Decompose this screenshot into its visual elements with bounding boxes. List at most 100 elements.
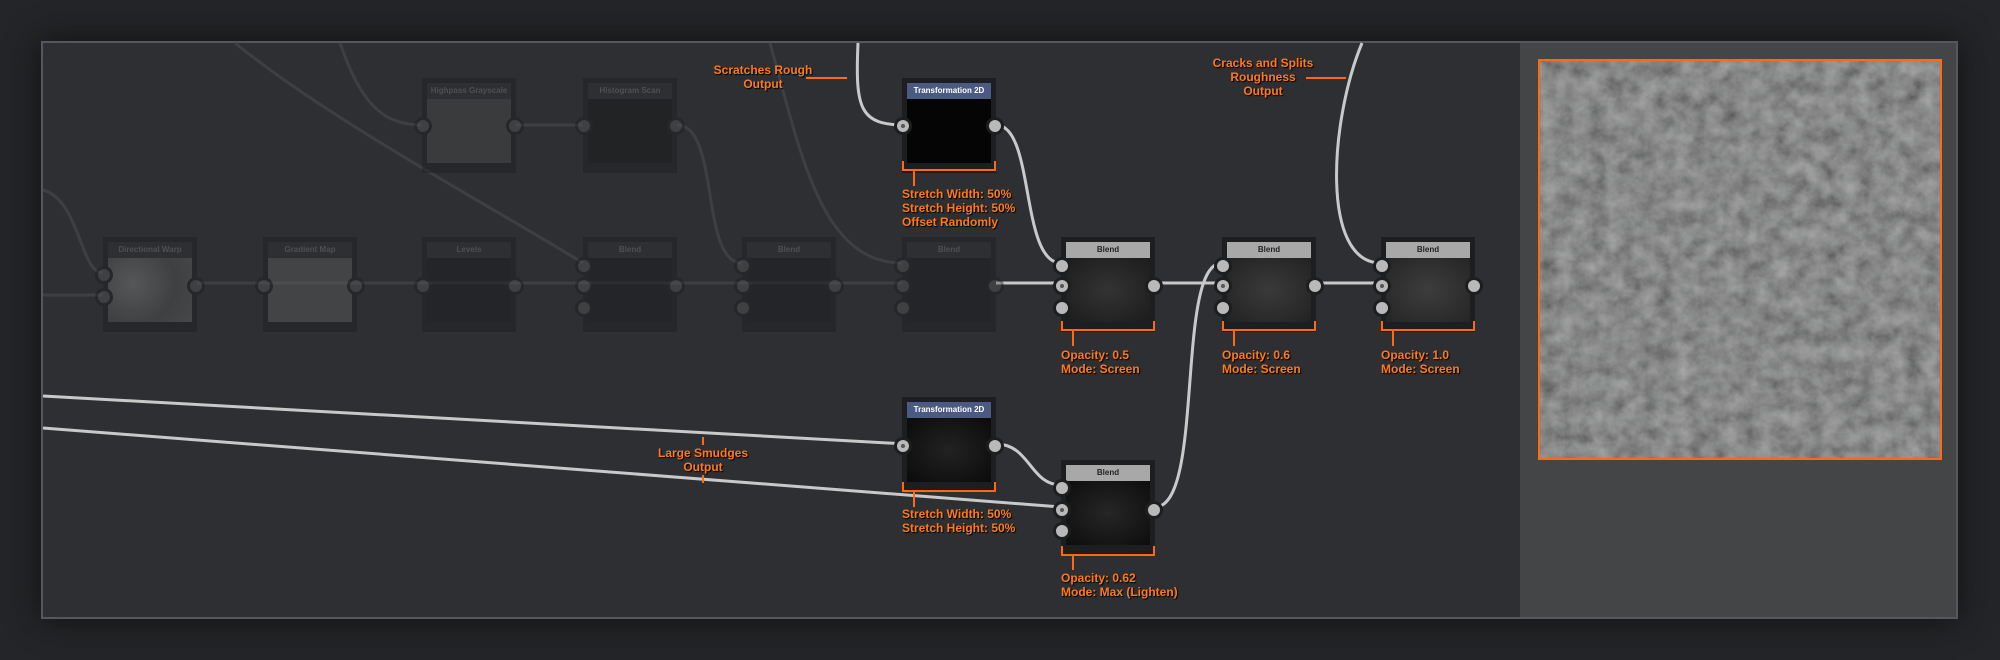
wire — [234, 41, 584, 265]
annotation-line — [1306, 77, 1346, 79]
input-port[interactable] — [1214, 257, 1232, 275]
node-blend-b[interactable]: Blend — [734, 237, 844, 332]
input-port[interactable] — [1373, 257, 1391, 275]
input-port[interactable] — [255, 277, 273, 295]
wire — [42, 426, 1062, 509]
bracket-stem — [913, 492, 915, 507]
bracket — [902, 169, 996, 171]
input-port[interactable] — [414, 277, 432, 295]
node-thumbnail — [427, 258, 511, 322]
node-title: Directional Warp — [108, 242, 192, 258]
node-levels[interactable]: Levels — [414, 237, 524, 332]
node-histogram-scan[interactable]: Histogram Scan — [575, 78, 685, 173]
output-port[interactable] — [1465, 277, 1483, 295]
node-thumbnail — [268, 258, 352, 322]
input-port[interactable] — [575, 117, 593, 135]
node-title: Blend — [1066, 465, 1150, 481]
input-port[interactable] — [894, 299, 912, 317]
bracket — [1222, 329, 1316, 331]
input-port[interactable] — [1053, 257, 1071, 275]
input-port[interactable] — [894, 117, 912, 135]
input-port[interactable] — [1053, 299, 1071, 317]
output-port[interactable] — [986, 117, 1004, 135]
node-thumbnail — [1066, 258, 1150, 322]
node-title: Levels — [427, 242, 511, 258]
bracket-end — [1381, 321, 1383, 331]
bracket-end — [994, 482, 996, 492]
node-highpass-grayscale[interactable]: Highpass Grayscale — [414, 78, 524, 173]
node-title: Blend — [1227, 242, 1311, 258]
output-port[interactable] — [347, 277, 365, 295]
node-title: Blend — [1066, 242, 1150, 258]
input-port[interactable] — [894, 437, 912, 455]
input-port[interactable] — [894, 277, 912, 295]
input-port[interactable] — [95, 266, 113, 284]
output-port[interactable] — [986, 437, 1004, 455]
texture-preview[interactable] — [1538, 59, 1942, 460]
input-port[interactable] — [575, 299, 593, 317]
node-blend-a[interactable]: Blend — [575, 237, 685, 332]
input-port[interactable] — [1053, 277, 1071, 295]
input-port[interactable] — [734, 277, 752, 295]
annotation-tick — [702, 437, 704, 445]
node-transformation-2d-bottom[interactable]: Transformation 2D — [894, 397, 1004, 492]
bracket-end — [1153, 546, 1155, 556]
output-port[interactable] — [826, 277, 844, 295]
output-port[interactable] — [1145, 501, 1163, 519]
bracket — [1381, 329, 1475, 331]
output-port[interactable] — [187, 277, 205, 295]
bracket-end — [1061, 321, 1063, 331]
input-port[interactable] — [1373, 299, 1391, 317]
input-port[interactable] — [575, 277, 593, 295]
bracket-stem — [1072, 331, 1074, 346]
input-port[interactable] — [734, 257, 752, 275]
active-wires — [42, 42, 1382, 509]
output-port[interactable] — [667, 117, 685, 135]
node-thumbnail — [427, 99, 511, 163]
bracket-end — [1061, 546, 1063, 556]
input-port[interactable] — [95, 288, 113, 306]
dim-wires — [42, 41, 903, 297]
output-port[interactable] — [1145, 277, 1163, 295]
input-port[interactable] — [1053, 522, 1071, 540]
input-port[interactable] — [1214, 299, 1232, 317]
output-port[interactable] — [667, 277, 685, 295]
input-port[interactable] — [1053, 501, 1071, 519]
node-transformation-2d-top[interactable]: Transformation 2D — [894, 78, 1004, 173]
input-port[interactable] — [575, 257, 593, 275]
input-port[interactable] — [1214, 277, 1232, 295]
wire — [855, 42, 907, 127]
node-blend-2[interactable]: Blend — [1214, 237, 1324, 332]
input-port[interactable] — [1053, 479, 1071, 497]
input-port[interactable] — [414, 117, 432, 135]
wire — [676, 123, 743, 265]
output-port[interactable] — [986, 277, 1004, 295]
wire — [42, 188, 104, 275]
node-gradient-map[interactable]: Gradient Map — [255, 237, 365, 332]
node-directional-warp[interactable]: Directional Warp — [95, 237, 205, 332]
bracket-end — [1222, 321, 1224, 331]
input-port[interactable] — [1373, 277, 1391, 295]
output-port[interactable] — [1306, 277, 1324, 295]
node-blend-c[interactable]: Blend — [894, 237, 1004, 332]
node-title: Highpass Grayscale — [427, 83, 511, 99]
node-blend-1[interactable]: Blend — [1053, 237, 1163, 332]
annotation-line — [806, 77, 847, 79]
node-blend-3[interactable]: Blend — [1373, 237, 1483, 332]
annotation-transform-bottom: Stretch Width: 50%Stretch Height: 50% — [902, 507, 1016, 535]
wire — [42, 394, 907, 446]
output-port[interactable] — [506, 277, 524, 295]
input-port[interactable] — [894, 257, 912, 275]
wire — [338, 42, 423, 127]
node-blend-bottom[interactable]: Blend — [1053, 460, 1163, 555]
wire — [768, 42, 903, 265]
bracket — [1061, 554, 1155, 556]
input-port[interactable] — [734, 299, 752, 317]
bracket-end — [1314, 321, 1316, 331]
output-port[interactable] — [506, 117, 524, 135]
bracket-stem — [1233, 331, 1235, 346]
